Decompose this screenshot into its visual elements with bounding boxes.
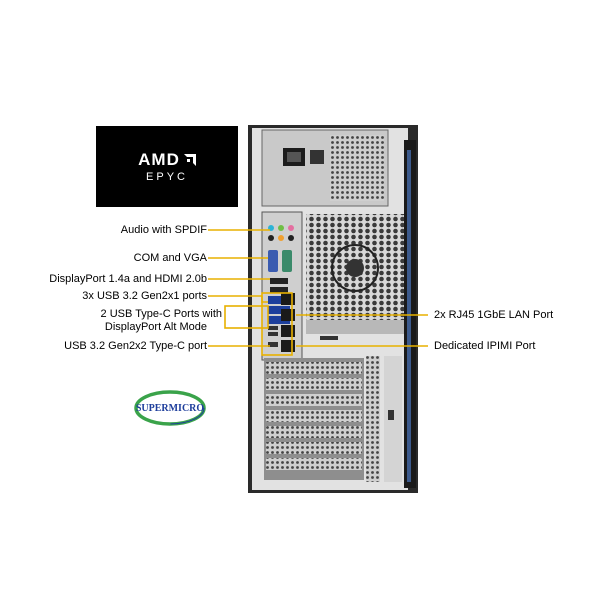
callout-usb-gen2x1: 3x USB 3.2 Gen2x1 ports bbox=[82, 290, 207, 302]
amd-arrow-icon bbox=[183, 154, 196, 166]
io-panel bbox=[261, 211, 303, 361]
usb-c-port-icon bbox=[268, 326, 278, 330]
callout-audio-spdif: Audio with SPDIF bbox=[120, 224, 207, 236]
callout-lines bbox=[208, 229, 428, 356]
callout-ipmi-port: Dedicated IPIMI Port bbox=[434, 340, 536, 352]
callout-rj45-lan: 2x RJ45 1GbE LAN Port bbox=[434, 309, 554, 321]
displayport-icon bbox=[270, 278, 288, 284]
supermicro-text: SUPERMICRO bbox=[136, 403, 205, 414]
callout-displayport-hdmi: DisplayPort 1.4a and HDMI 2.0b bbox=[49, 273, 207, 285]
vga-port-icon bbox=[268, 250, 278, 272]
supermicro-logo: SUPERMICRO bbox=[134, 390, 206, 426]
callout-displayport-alt-mode: DisplayPort Alt Mode bbox=[104, 321, 207, 333]
amd-text: AMD bbox=[138, 150, 180, 169]
callout-usb-type-c: 2 USB Type-C Ports with bbox=[100, 308, 222, 320]
hdmi-port-icon bbox=[270, 287, 288, 293]
com-port-icon bbox=[282, 250, 292, 272]
amd-logo: AMD bbox=[138, 150, 196, 170]
usb-port-icon bbox=[268, 296, 290, 304]
expansion-slots bbox=[264, 358, 364, 480]
epyc-text: EPYC bbox=[146, 171, 188, 183]
ipmi-port-icon bbox=[281, 340, 295, 352]
callout-usb-gen2x2: USB 3.2 Gen2x2 Type-C port bbox=[64, 340, 207, 352]
rj45-port-icon bbox=[281, 293, 295, 305]
amd-epyc-logo: AMD EPYC bbox=[96, 126, 238, 207]
callout-com-vga: COM and VGA bbox=[133, 252, 207, 264]
